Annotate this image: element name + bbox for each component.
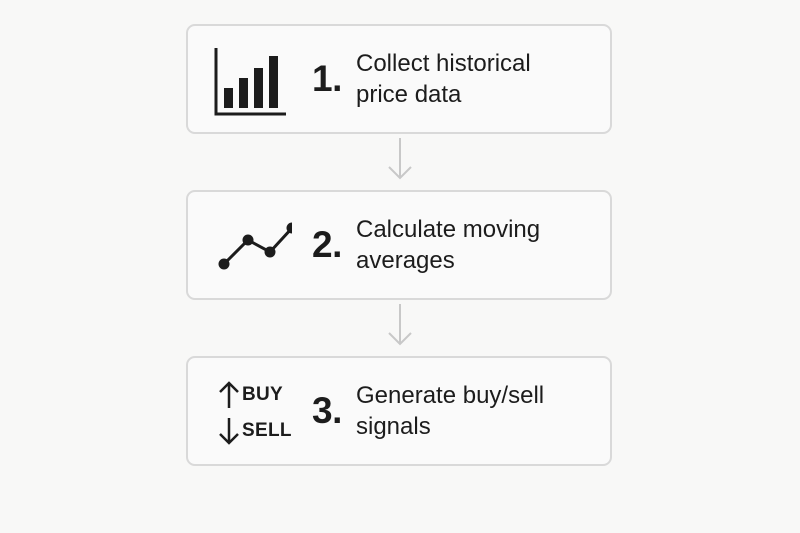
step-3-label-line-1: Generate buy/sell xyxy=(356,382,545,409)
sell-label: SELL xyxy=(242,420,292,441)
step-1-number: 1. xyxy=(312,58,342,99)
step-3-label-line-2: signals xyxy=(356,413,431,440)
step-3-number: 3. xyxy=(312,390,342,431)
step-3-label: Generate buy/sell signals xyxy=(356,380,596,442)
buy-signal: BUY xyxy=(218,380,283,410)
step-1-label: Collect historical price data xyxy=(356,48,596,110)
step-3-card: BUY SELL 3. Generate buy/sell signals xyxy=(186,356,612,466)
step-1-label-line-1: Collect historical xyxy=(356,50,531,77)
step-2-number: 2. xyxy=(312,224,342,265)
step-2-label-line-1: Calculate moving xyxy=(356,216,541,243)
step-2-label: Calculate moving averages xyxy=(356,214,596,276)
arrow-down-icon xyxy=(219,418,239,445)
step-2-label-line-2: averages xyxy=(356,247,455,274)
sell-signal: SELL xyxy=(218,416,292,446)
step-1-card: 1. Collect historical price data xyxy=(186,24,612,134)
step-2-card: 2. Calculate moving averages xyxy=(186,190,612,300)
arrow-up-icon xyxy=(219,381,239,408)
down-arrow-connector-2 xyxy=(388,304,412,346)
step-1-label-line-2: price data xyxy=(356,81,462,108)
buy-label: BUY xyxy=(242,384,284,405)
line-chart-icon xyxy=(218,222,292,270)
down-arrow-connector-1 xyxy=(388,138,412,180)
bar-chart-icon xyxy=(214,48,286,116)
